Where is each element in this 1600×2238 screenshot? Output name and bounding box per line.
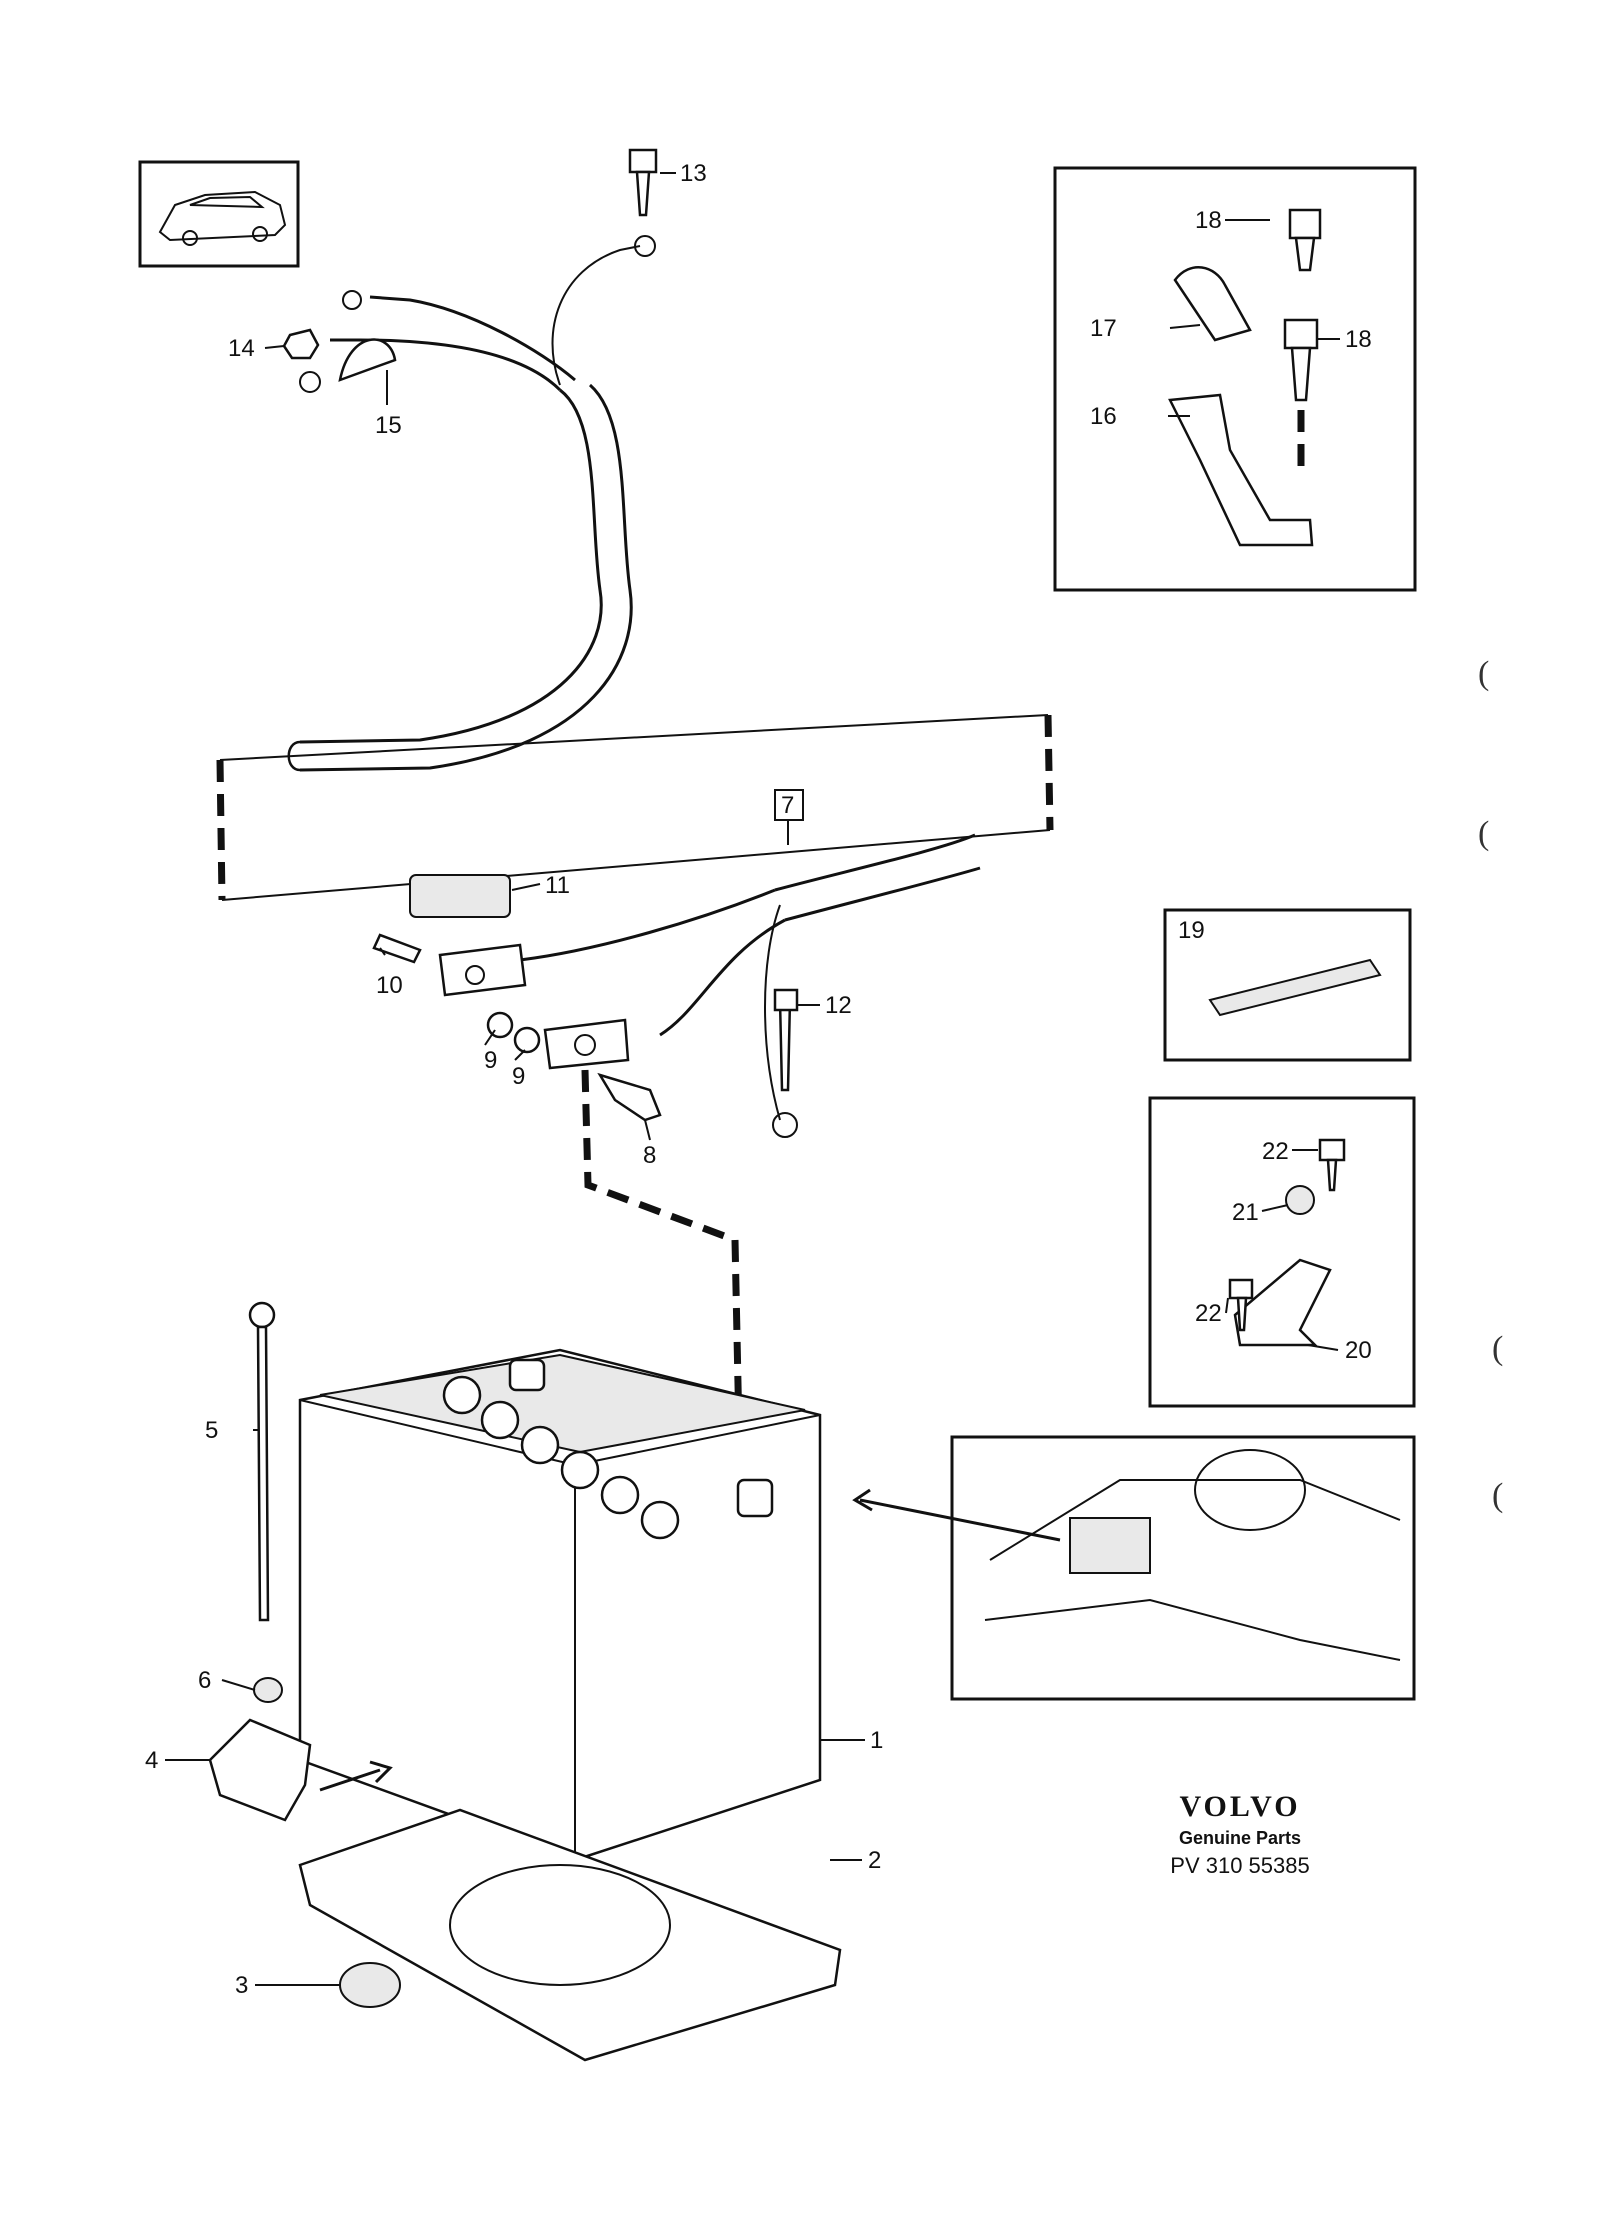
terminal-cover-11: [409, 874, 511, 918]
detail-box-19: [1163, 908, 1412, 1062]
screw-10: [372, 933, 422, 964]
nut-6: [253, 1677, 283, 1703]
brand-subtitle: Genuine Parts: [1178, 1828, 1302, 1848]
callout-7: 7: [781, 792, 794, 819]
callout-19: 19: [1178, 917, 1205, 944]
callout-11: 11: [545, 872, 570, 899]
callout-4: 4: [145, 1747, 158, 1774]
bracket-4: [208, 1718, 393, 1822]
callout-6: 6: [198, 1667, 211, 1694]
callout-5: 5: [205, 1417, 218, 1444]
detail-box-16-18: [1053, 166, 1417, 592]
washer-9b: [513, 1026, 541, 1054]
bolt-12: [778, 998, 792, 1092]
route-dashed-line: [581, 1069, 744, 1481]
callout-22b: 22: [1195, 1300, 1222, 1327]
part-code: PV 310 55385: [1170, 1853, 1310, 1878]
callout-13: 13: [680, 160, 707, 187]
margin-mark-4: (: [1492, 1477, 1504, 1514]
upper-cable-harness: [287, 235, 656, 772]
brand-block: VOLVO Genuine Parts PV 310 55385: [1130, 1790, 1350, 1879]
callout-7-box: [774, 789, 804, 821]
leader-lines: [165, 172, 1340, 1986]
callout-14: 14: [228, 335, 255, 362]
callout-18a: 18: [1195, 207, 1222, 234]
dashed-boundary: [216, 714, 1054, 901]
bolt-13: [628, 148, 658, 217]
callout-8: 8: [643, 1142, 656, 1169]
callout-17: 17: [1090, 315, 1117, 342]
callout-18b: 18: [1345, 326, 1372, 353]
callout-22a: 22: [1262, 1138, 1289, 1165]
battery-tray-2: [298, 1808, 842, 2062]
detail-box-engine-bay: [852, 1435, 1416, 1701]
callout-16: 16: [1090, 403, 1117, 430]
screw-8: [597, 1072, 662, 1122]
detail-box-20-22: [1148, 1096, 1416, 1408]
callout-3: 3: [235, 1972, 248, 1999]
callout-21: 21: [1232, 1199, 1259, 1226]
brand-logo: VOLVO: [1179, 1790, 1301, 1823]
battery: [298, 1348, 822, 1862]
clamp-lower: [543, 1018, 630, 1070]
margin-mark-3: (: [1492, 1330, 1504, 1367]
callout-10: 10: [376, 972, 403, 999]
callout-9a: 9: [484, 1047, 497, 1074]
callout-20: 20: [1345, 1337, 1372, 1364]
callout-15: 15: [375, 412, 402, 439]
callout-1: 1: [870, 1727, 883, 1754]
nut-14: [282, 328, 320, 360]
callout-9b: 9: [512, 1063, 525, 1090]
plug-3: [339, 1962, 401, 2008]
margin-mark-1: (: [1478, 655, 1490, 692]
margin-mark-2: (: [1478, 815, 1490, 852]
lower-cable-harness: [372, 833, 981, 1138]
rod-5: [248, 1301, 276, 1622]
callout-12: 12: [825, 992, 852, 1019]
callout-2: 2: [868, 1847, 881, 1874]
car-thumbnail: [138, 160, 300, 268]
